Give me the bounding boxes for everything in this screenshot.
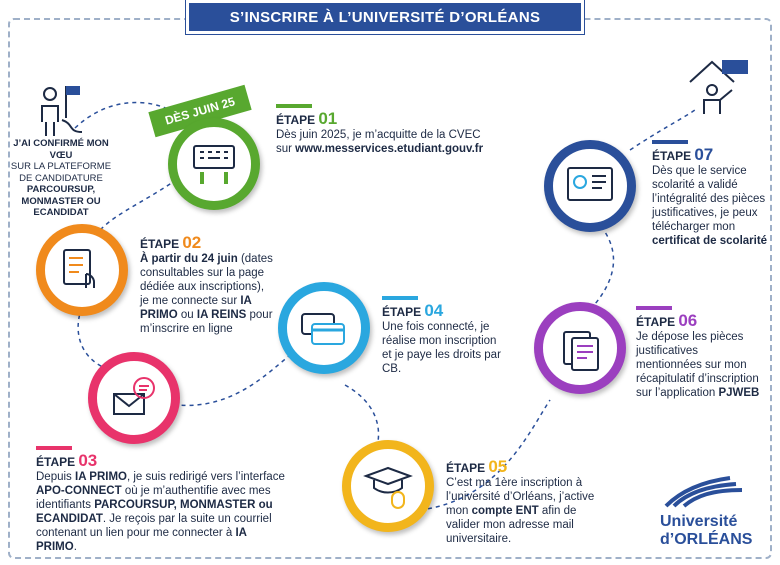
step1-circle [168, 118, 260, 210]
step2-desc3: pour m’inscrire en ligne [140, 309, 273, 335]
step3-circle [88, 352, 180, 444]
step1-label: ÉTAPE [276, 113, 316, 127]
step6-bar [636, 306, 672, 310]
step4-number: 04 [424, 301, 444, 320]
certificate-icon [567, 167, 613, 201]
person-house-flag-icon [689, 60, 748, 114]
step1-bar [276, 104, 312, 108]
step2-desc2: ou [177, 309, 197, 321]
step7-text: ÉTAPE 07 Dès que le service scolarité a … [652, 140, 772, 248]
logo-line1: Université [660, 513, 738, 530]
step3-desc1: Depuis [36, 471, 75, 483]
step3-text: ÉTAPE 03 Depuis IA PRIMO, je suis rediri… [36, 446, 288, 554]
step3-label: ÉTAPE [36, 455, 76, 469]
step7-circle [544, 140, 636, 232]
step1-text: ÉTAPE 01 Dès juin 2025, je m’acquitte de… [276, 104, 496, 156]
step5-desc2: afin de valider mon adresse mail univers… [446, 505, 577, 545]
step6-circle [534, 302, 626, 394]
step3-desc5: . [73, 541, 77, 553]
step6-label: ÉTAPE [636, 315, 676, 329]
university-logo: Université d’ORLÉANS [660, 472, 760, 549]
step7-bold1: certificat de scolarité [652, 235, 768, 247]
step3-bar [36, 446, 72, 450]
step5-circle [342, 440, 434, 532]
step4-circle [278, 282, 370, 374]
page-title: S’INSCRIRE À L’UNIVERSITÉ D’ORLÉANS [186, 0, 584, 34]
step3-desc2: , je suis redirigé vers l’interface [126, 471, 285, 483]
credit-card-icon [301, 313, 345, 345]
step3-bold2: APO-CONNECT [36, 485, 122, 497]
step6-text: ÉTAPE 06 Je dépose les pièces justificat… [636, 306, 766, 400]
person-flag-icon [41, 86, 83, 136]
mail-icon [113, 377, 155, 415]
step4-label: ÉTAPE [382, 305, 422, 319]
step7-number: 07 [694, 145, 714, 164]
step2-number: 02 [182, 233, 202, 252]
step5-bold1: compte ENT [471, 505, 539, 517]
step3-number: 03 [78, 451, 98, 470]
logo-mark-icon [664, 476, 743, 508]
step4-desc: Une fois connecté, je réalise mon inscri… [382, 321, 501, 375]
step3-desc3: où je m’authentifie avec mes identifiant… [36, 485, 271, 511]
step3-bold4: IA PRIMO [36, 527, 247, 553]
checklist-icon [63, 249, 95, 288]
step5-desc1: C’est ma 1ère inscription à l’université… [446, 477, 595, 517]
step1-link[interactable]: www.messervices.etudiant.gouv.fr [295, 143, 484, 155]
step5-number: 05 [488, 457, 508, 476]
step6-bold1: PJWEB [718, 387, 760, 399]
step5-label: ÉTAPE [446, 461, 486, 475]
step6-desc: Je dépose les pièces justificatives ment… [636, 331, 759, 399]
step2-bold3: IA REINS [196, 309, 247, 321]
step6-number: 06 [678, 311, 698, 330]
step2-circle [36, 224, 128, 316]
step1-desc: Dès juin 2025, je m’acquitte de la CVEC … [276, 129, 481, 155]
step7-bar [652, 140, 688, 144]
step2-bold2: IA PRIMO [140, 295, 252, 321]
step2-text: ÉTAPE 02 À partir du 24 juin (dates cons… [140, 233, 276, 336]
step7-desc: Dès que le service scolarité a validé l’… [652, 165, 766, 233]
step5-text: ÉTAPE 05 C’est ma 1ère inscription à l’u… [446, 457, 606, 546]
keyboard-icon [193, 145, 235, 184]
graduation-cap-icon [363, 466, 413, 509]
step2-bold1: À partir du 24 juin [140, 253, 238, 265]
intro-line1: J’AI CONFIRMÉ MON VŒU [13, 138, 109, 161]
intro-text: J’AI CONFIRMÉ MON VŒU SUR LA PLATEFORME … [4, 138, 118, 219]
step3-bold1: IA PRIMO [75, 471, 127, 483]
step2-desc1: (dates consultables sur la page dédiée a… [140, 253, 273, 307]
step2-label: ÉTAPE [140, 237, 180, 251]
intro-line3: PARCOURSUP, MONMASTER OU ECANDIDAT [21, 184, 101, 218]
step1-number: 01 [318, 109, 338, 128]
intro-line2: SUR LA PLATEFORME DE CANDIDATURE [10, 161, 112, 184]
step4-text: ÉTAPE 04 Une fois connecté, je réalise m… [382, 296, 506, 376]
step7-label: ÉTAPE [652, 149, 692, 163]
step3-bold3: PARCOURSUP, MONMASTER ou ECANDIDAT [36, 499, 273, 525]
step3-desc4: . Je reçois par la suite un courriel con… [36, 513, 272, 539]
step4-bar [382, 296, 418, 300]
documents-clip-icon [563, 331, 599, 371]
logo-line2: d’ORLÉANS [660, 531, 753, 548]
